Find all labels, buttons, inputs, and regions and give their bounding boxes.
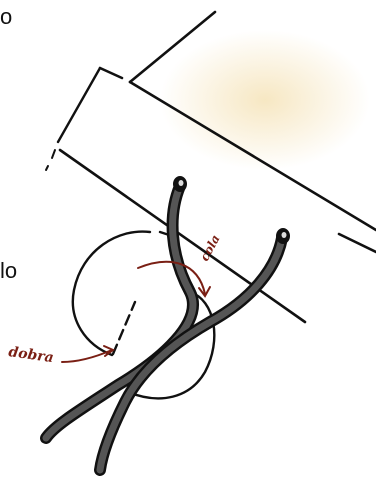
cord-right-knob-hole bbox=[282, 232, 287, 238]
tape-outer-top bbox=[100, 68, 122, 78]
annotation-dobra: dobra bbox=[7, 344, 54, 366]
tape-left-dash bbox=[46, 150, 55, 170]
cord-left bbox=[46, 176, 193, 438]
tape-right-fold bbox=[339, 234, 376, 252]
tape-left-edge bbox=[58, 68, 100, 142]
tape-tint bbox=[160, 30, 370, 170]
loop-dash-left bbox=[113, 302, 135, 354]
annotation-cola: cola bbox=[197, 232, 222, 263]
cord-left-knob-hole bbox=[179, 180, 184, 186]
tape-bottom-edge bbox=[60, 150, 305, 322]
cord-right-outline bbox=[100, 238, 282, 470]
cord-right bbox=[100, 228, 290, 470]
loop-back-arc bbox=[73, 232, 150, 355]
cord-right-fill bbox=[100, 238, 282, 470]
